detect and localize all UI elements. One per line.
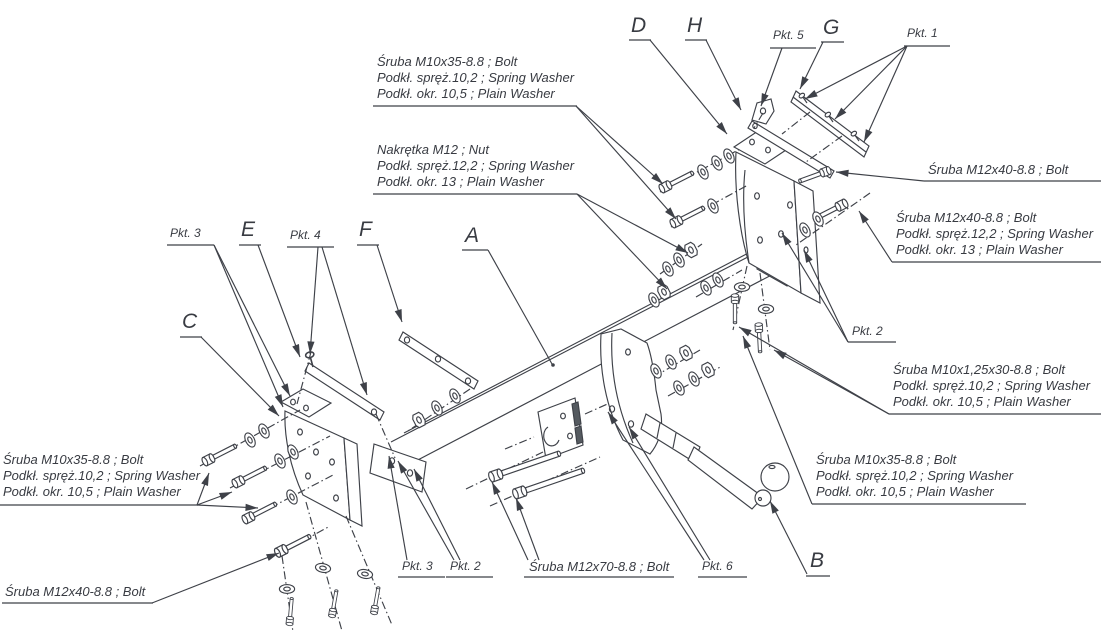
callout-line: Śruba M10x35-8.8 ; Bolt <box>816 452 957 467</box>
strip-f <box>398 331 479 390</box>
callout-line: Podkł. spręż.12,2 ; Spring Washer <box>896 226 1094 241</box>
callout-line: Śruba M12x70-8.8 ; Bolt <box>529 559 670 574</box>
callout-line: Podkł. spręż.10,2 ; Spring Washer <box>377 70 575 85</box>
strip-g <box>790 90 870 158</box>
callout-line: Śruba M10x35-8.8 ; Bolt <box>377 54 518 69</box>
callout-m10x125x30: Śruba M10x1,25x30-8.8 ; Bolt Podkł. sprę… <box>893 362 1090 410</box>
callout-m12x40-top-right: Śruba M12x40-8.8 ; Bolt <box>928 162 1068 178</box>
left-mounting-bracket <box>279 388 363 527</box>
part-label-a: A <box>465 224 480 247</box>
callout-m12x40-bottom-left: Śruba M12x40-8.8 ; Bolt <box>5 584 145 600</box>
leader-lines <box>151 39 925 604</box>
callout-m12-nut: Nakrętka M12 ; Nut Podkł. spręż.12,2 ; S… <box>377 142 574 190</box>
callout-m12x40-right: Śruba M12x40-8.8 ; Bolt Podkł. spręż.12,… <box>896 210 1093 258</box>
point-label-3-left: Pkt. 3 <box>170 226 201 240</box>
callout-line: Podkł. okr. 10,5 ; Plain Washer <box>893 394 1071 409</box>
point-label-1: Pkt. 1 <box>907 26 938 40</box>
callout-line: Śruba M12x40-8.8 ; Bolt <box>896 210 1037 225</box>
part-label-c: C <box>182 310 198 333</box>
part-label-d: D <box>631 14 647 37</box>
callout-line: Podkł. spręż.10,2 ; Spring Washer <box>816 468 1014 483</box>
callout-line: Śruba M10x1,25x30-8.8 ; Bolt <box>893 362 1065 377</box>
callout-line: Podkł. okr. 13 ; Plain Washer <box>377 174 544 189</box>
center-axes <box>465 349 723 507</box>
callout-line: Nakrętka M12 ; Nut <box>377 142 489 157</box>
callout-line: Podkł. okr. 10,5 ; Plain Washer <box>816 484 994 499</box>
callout-line: Śruba M12x40-8.8 ; Bolt <box>5 584 146 599</box>
lock-plate <box>537 397 584 460</box>
point-label-2-bottom: Pkt. 2 <box>450 559 481 573</box>
callout-line: Podkł. okr. 13 ; Plain Washer <box>896 242 1063 257</box>
callout-line: Podkł. spręż.10,2 ; Spring Washer <box>3 468 201 483</box>
callout-m10x35-top: Śruba M10x35-8.8 ; Bolt Podkł. spręż.10,… <box>377 54 574 102</box>
part-label-f: F <box>359 218 372 241</box>
point-label-3-bottom: Pkt. 3 <box>402 559 433 573</box>
point-label-6: Pkt. 6 <box>702 559 733 573</box>
point-label-5: Pkt. 5 <box>773 28 804 42</box>
ball-arm <box>640 413 790 510</box>
callout-line: Podkł. okr. 10,5 ; Plain Washer <box>3 484 181 499</box>
callout-line: Podkł. okr. 10,5 ; Plain Washer <box>377 86 555 101</box>
callout-line: Śruba M10x35-8.8 ; Bolt <box>3 452 144 467</box>
part-label-e: E <box>241 218 256 241</box>
cross-beam <box>369 236 792 493</box>
callout-m12x70: Śruba M12x70-8.8 ; Bolt <box>529 559 669 575</box>
point-label-4: Pkt. 4 <box>290 228 321 242</box>
callout-line: Podkł. spręż.10,2 ; Spring Washer <box>893 378 1091 393</box>
label-underlines <box>0 39 1101 604</box>
ball-bracket-fasteners <box>648 343 717 398</box>
part-label-b: B <box>810 549 825 572</box>
part-label-g: G <box>823 16 840 39</box>
callout-m10x35-right: Śruba M10x35-8.8 ; Bolt Podkł. spręż.10,… <box>816 452 1013 500</box>
callout-line: Śruba M12x40-8.8 ; Bolt <box>928 162 1069 177</box>
m12x70-bolts <box>486 447 587 501</box>
callout-line: Podkł. spręż.12,2 ; Spring Washer <box>377 158 575 173</box>
part-label-h: H <box>687 14 703 37</box>
callout-m10x35-left: Śruba M10x35-8.8 ; Bolt Podkł. spręż.10,… <box>3 452 200 500</box>
right-mounting-bracket <box>732 98 821 304</box>
point-label-2-right: Pkt. 2 <box>852 324 883 338</box>
